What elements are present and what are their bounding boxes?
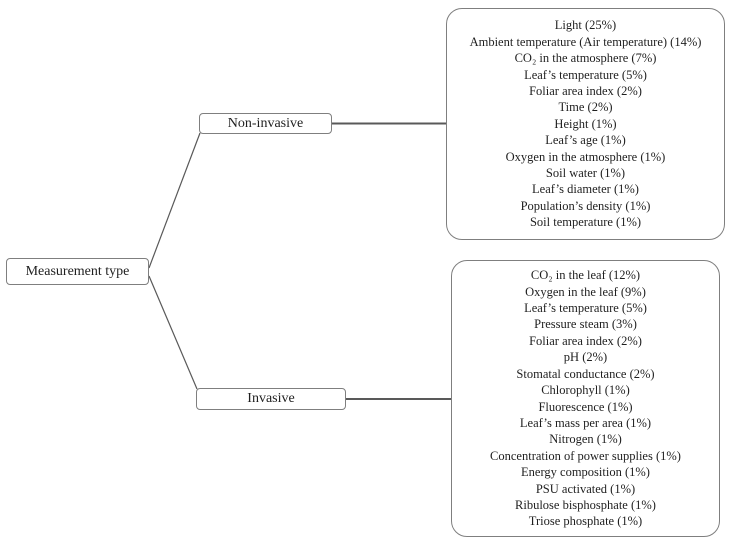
measurement-item: Energy composition (1%) [521,465,650,480]
measurement-item: Ambient temperature (Air temperature) (1… [469,34,702,49]
measurement-item: Ribulose bisphosphate (1%) [515,497,656,512]
measurement-item: PSU activated (1%) [535,481,636,496]
measurement-item: Concentration of power supplies (1%) [490,448,681,463]
measurement-item: Soil temperature (1%) [529,215,642,230]
measurement-item: Leaf’s mass per area (1%) [519,415,652,430]
measurement-item: Oxygen in the atmosphere (1%) [505,149,666,164]
branch-node-non-invasive: Non-invasive [199,113,332,134]
measurement-item: Foliar area index (2%) [529,333,642,348]
measurement-item: Nitrogen (1%) [549,432,622,447]
measurement-item: Leaf’s temperature (5%) [524,67,647,82]
measurement-item: Soil water (1%) [545,166,626,181]
measurement-item: Height (1%) [554,116,617,131]
measurement-item: CO₂ in the leaf (12%) [530,268,641,283]
root-node-label: Measurement type [25,263,130,279]
measurement-item: pH (2%) [563,350,608,365]
measurement-item: Time (2%) [558,100,613,115]
measurement-item: CO₂ in the atmosphere (7%) [514,51,657,66]
measurement-item: Chlorophyll (1%) [541,383,630,398]
branch-node-label: Non-invasive [227,115,304,131]
measurement-item: Triose phosphate (1%) [528,514,643,529]
root-node-measurement-type: Measurement type [6,258,149,285]
measurement-item: Stomatal conductance (2%) [516,366,655,381]
branch-node-label: Invasive [247,391,295,406]
non-invasive-items-box: Light (25%)Ambient temperature (Air temp… [446,8,725,240]
measurement-item: Oxygen in the leaf (9%) [525,284,646,299]
connector-root-to-non-invasive [148,132,201,269]
measurement-item: Pressure steam (3%) [534,317,637,332]
measurement-item: Light (25%) [554,18,617,33]
measurement-item: Leaf’s diameter (1%) [532,182,639,197]
invasive-items-box: CO₂ in the leaf (12%)Oxygen in the leaf … [451,260,720,537]
measurement-item: Fluorescence (1%) [538,399,633,414]
branch-node-invasive: Invasive [196,388,346,410]
measurement-item: Foliar area index (2%) [529,83,642,98]
connector-root-to-invasive [148,275,198,390]
measurement-item: Population’s density (1%) [520,198,651,213]
measurement-item: Leaf’s temperature (5%) [524,301,647,316]
measurement-item: Leaf’s age (1%) [545,133,626,148]
